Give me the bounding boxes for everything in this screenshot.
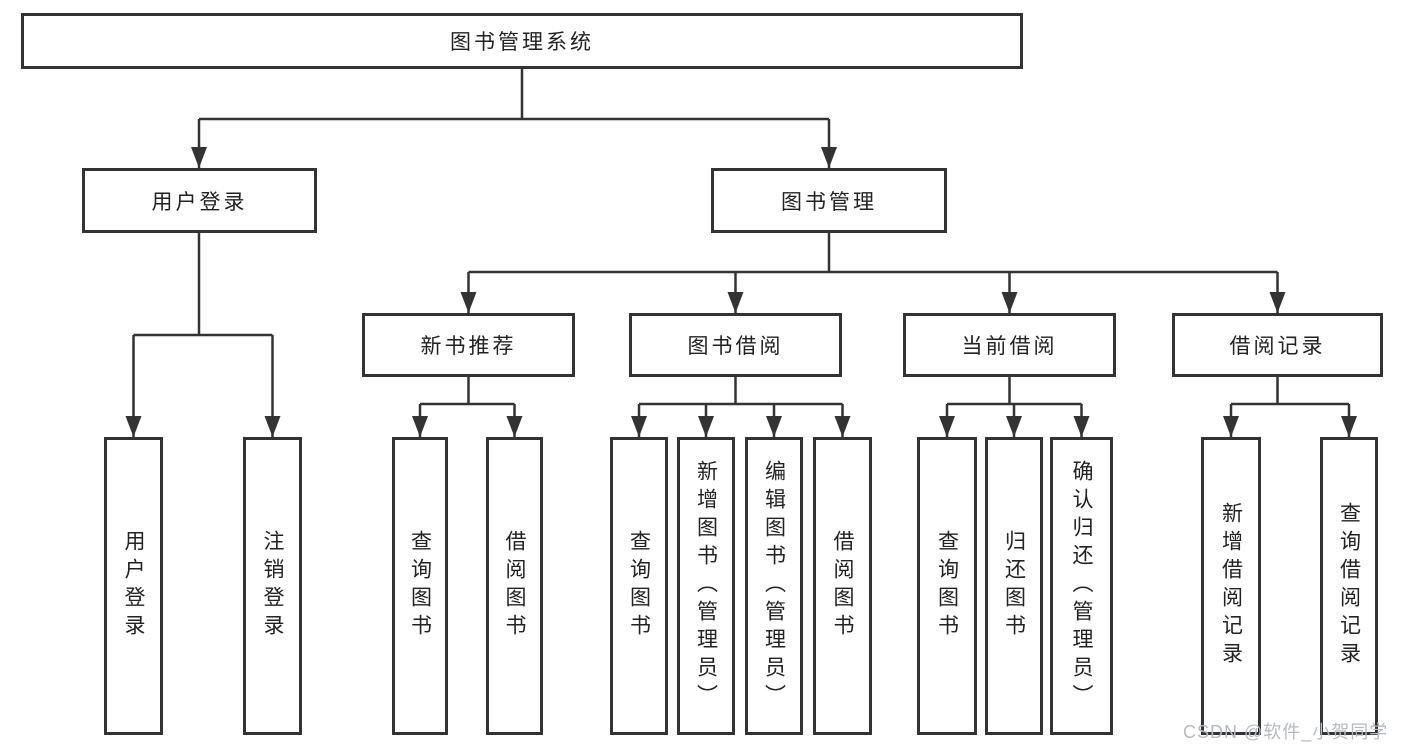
leaf-label: 查询图书 xyxy=(935,530,959,642)
leaf-label: 编辑图书（管理员） xyxy=(762,460,786,712)
leaf-label: 用户登录 xyxy=(122,530,145,642)
leaf-label: 新增图书（管理员） xyxy=(694,460,718,712)
node-user-login: 用户登录 xyxy=(82,168,317,233)
node-leaf-borrow-books-1: 借阅图书 xyxy=(486,437,543,735)
node-current-borrowing: 当前借阅 xyxy=(903,313,1116,377)
node-leaf-query-books-3: 查询图书 xyxy=(917,437,977,735)
connector-trunks xyxy=(133,69,1349,406)
leaf-label: 查询借阅记录 xyxy=(1337,502,1361,670)
node-leaf-logout: 注销登录 xyxy=(243,437,302,735)
leaf-label: 确认归还（管理员） xyxy=(1070,460,1093,712)
connector-arrows xyxy=(125,119,1357,437)
node-new-book-recommendation: 新书推荐 xyxy=(362,313,575,377)
leaf-label: 借阅图书 xyxy=(503,530,526,642)
leaf-label: 归还图书 xyxy=(1002,530,1026,642)
leaf-label: 查询图书 xyxy=(627,530,651,642)
node-leaf-confirm-return-admin: 确认归还（管理员） xyxy=(1050,437,1113,735)
node-book-management: 图书管理 xyxy=(711,168,947,233)
node-leaf-return-books: 归还图书 xyxy=(985,437,1043,735)
node-leaf-borrow-books-2: 借阅图书 xyxy=(813,437,872,735)
leaf-label: 新增借阅记录 xyxy=(1219,502,1243,670)
node-root-book-management-system: 图书管理系统 xyxy=(21,13,1023,69)
leaf-label: 借阅图书 xyxy=(831,530,854,642)
node-leaf-query-borrow-record: 查询借阅记录 xyxy=(1320,437,1378,735)
node-book-borrowing: 图书借阅 xyxy=(629,313,842,377)
leaf-label: 注销登录 xyxy=(261,530,284,642)
node-leaf-add-books-admin: 新增图书（管理员） xyxy=(677,437,735,735)
node-borrowing-records: 借阅记录 xyxy=(1172,313,1383,377)
node-leaf-add-borrow-record: 新增借阅记录 xyxy=(1201,437,1261,735)
csdn-watermark: CSDN @软件_小贺同学 xyxy=(1183,722,1389,742)
node-leaf-user-login: 用户登录 xyxy=(104,437,163,735)
node-leaf-query-books-2: 查询图书 xyxy=(610,437,668,735)
node-leaf-query-books-1: 查询图书 xyxy=(392,437,448,735)
node-leaf-edit-books-admin: 编辑图书（管理员） xyxy=(745,437,803,735)
leaf-label: 查询图书 xyxy=(408,530,432,642)
